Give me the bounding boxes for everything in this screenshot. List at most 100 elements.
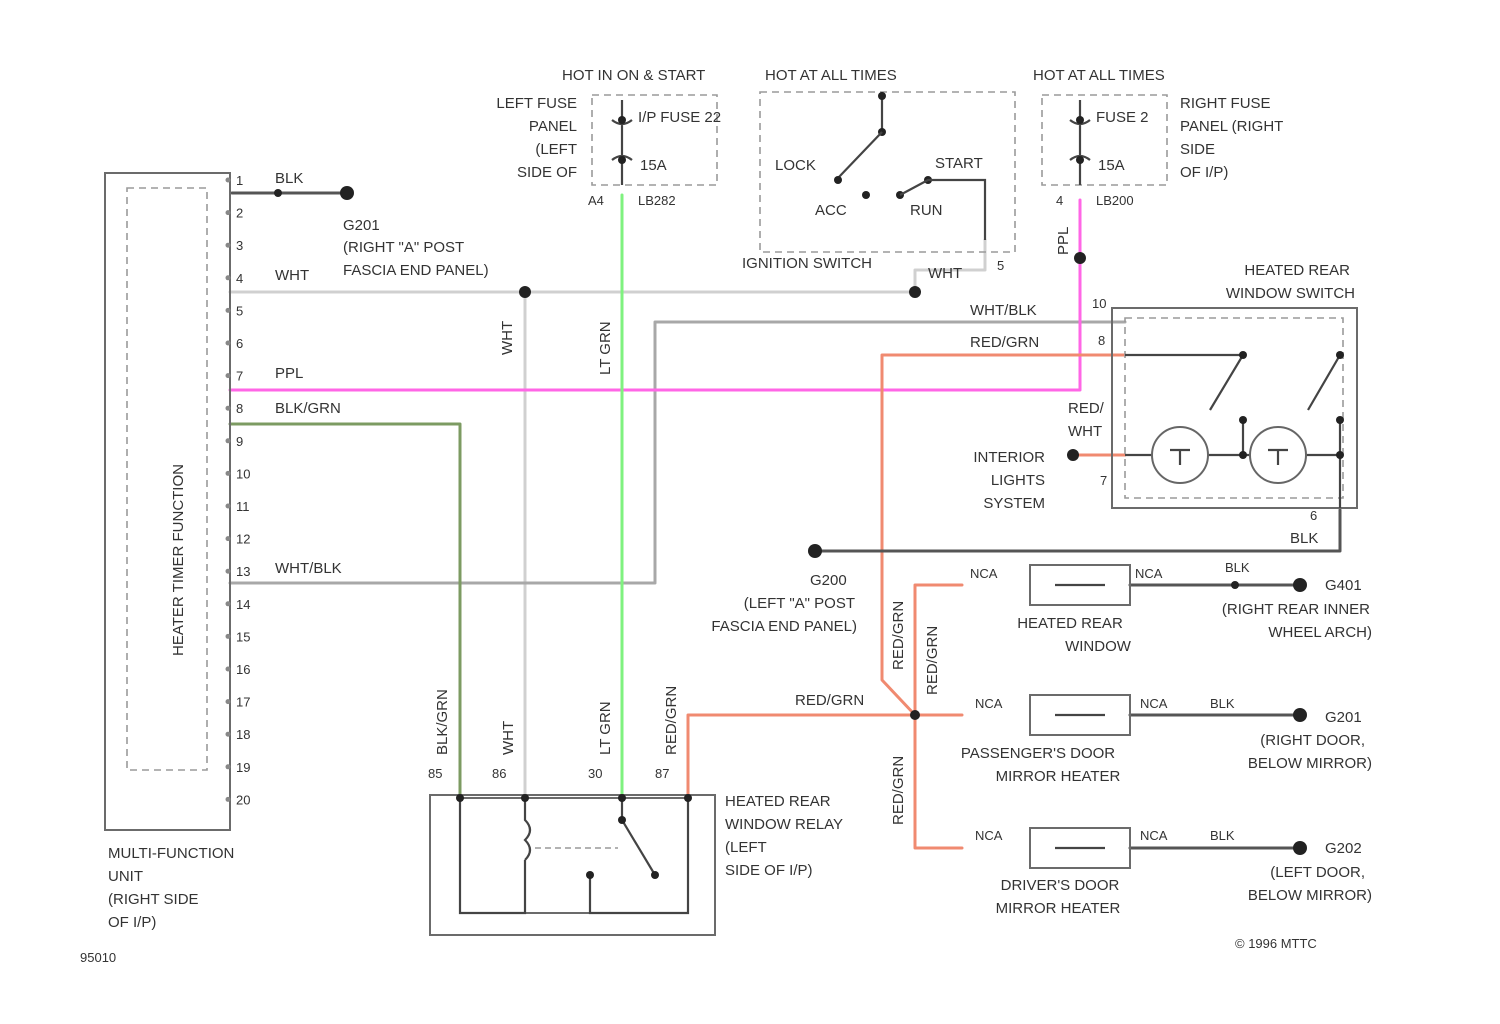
mfu-pin: 4 xyxy=(236,271,243,286)
mfu-inner-label: HEATER TIMER FUNCTION xyxy=(170,464,187,656)
driver-mirror-heater: NCA NCA DRIVER'S DOOR MIRROR HEATER xyxy=(975,828,1168,917)
wire-label-blk-g201: BLK xyxy=(1210,696,1235,711)
g200-desc-2: FASCIA END PANEL) xyxy=(711,618,857,635)
relay-label-1: HEATED REAR xyxy=(725,793,831,810)
mfu-pin: 18 xyxy=(236,727,250,742)
ground-g401: BLK G401 (RIGHT REAR INNER WHEEL ARCH) xyxy=(1222,560,1372,641)
g202-ground-icon xyxy=(1293,841,1307,855)
passenger-mirror-heater: NCA NCA PASSENGER'S DOOR MIRROR HEATER xyxy=(961,695,1168,785)
g201-desc-1: (RIGHT "A" POST xyxy=(343,239,464,256)
red-grn-junction-node xyxy=(910,710,920,720)
fuse-2-amps: 15A xyxy=(1098,157,1125,174)
fuse-2-pin: 4 xyxy=(1056,193,1063,208)
g201-desc-2: FASCIA END PANEL) xyxy=(343,262,489,279)
rear-switch-pin-2: 8 xyxy=(1098,333,1105,348)
relay-label-2: WINDOW RELAY xyxy=(725,816,843,833)
mfu-pin-terminal xyxy=(226,764,231,769)
rear-switch-pin-bottom: 6 xyxy=(1310,508,1317,523)
mfu-pin: 9 xyxy=(236,434,243,449)
wire-label-wht-blk: WHT/BLK xyxy=(275,560,342,577)
wire-label-red-grn-center: RED/GRN xyxy=(795,692,864,709)
mfu-pin: 14 xyxy=(236,597,250,612)
relay-pin-86: 86 xyxy=(492,766,506,781)
hot-all-times-label-1: HOT AT ALL TIMES xyxy=(765,67,897,84)
g200-ground-icon xyxy=(808,544,822,558)
right-fuse-desc-3: SIDE xyxy=(1180,141,1215,158)
ignition-acc-label: ACC xyxy=(815,202,847,219)
rear-switch-node-c xyxy=(1239,416,1247,424)
mfu-pin: 8 xyxy=(236,401,243,416)
mfu-pin: 20 xyxy=(236,792,250,807)
mfu-pin: 15 xyxy=(236,629,250,644)
nca-label-3: NCA xyxy=(975,696,1003,711)
mfu-pin: 3 xyxy=(236,238,243,253)
relay-terminal-85 xyxy=(456,794,464,802)
wire-label-red-grn-v3: RED/GRN xyxy=(890,756,907,825)
g200-id: G200 xyxy=(810,572,847,589)
left-fuse-desc-1: LEFT FUSE xyxy=(496,95,577,112)
wire-label-wht: WHT xyxy=(275,267,309,284)
ignition-switch-label: IGNITION SWITCH xyxy=(742,255,872,272)
mfu-pin-terminal xyxy=(226,373,231,378)
wire-label-blk-grn: BLK/GRN xyxy=(275,400,341,417)
relay-coil-icon xyxy=(460,798,530,913)
wire-label-lt-grn-relay: LT GRN xyxy=(597,701,614,755)
g200-desc-1: (LEFT "A" POST xyxy=(744,595,855,612)
g401-splice xyxy=(1231,581,1239,589)
right-fuse-desc-2: PANEL (RIGHT xyxy=(1180,118,1283,135)
relay-label-3: (LEFT xyxy=(725,839,767,856)
mfu-pin: 17 xyxy=(236,695,250,710)
heated-window-label-2: WINDOW xyxy=(1065,638,1132,655)
ground-g201-top: G201 (RIGHT "A" POST FASCIA END PANEL) xyxy=(274,186,489,279)
wire-label-red-grn-relay: RED/GRN xyxy=(663,686,680,755)
interior-lights-node xyxy=(1067,449,1079,461)
relay-pin-87: 87 xyxy=(655,766,669,781)
copyright: © 1996 MTTC xyxy=(1235,936,1317,951)
g201-door-desc-1: (RIGHT DOOR, xyxy=(1260,732,1365,749)
mfu-pin-terminal xyxy=(226,569,231,574)
fuse-22-node-top xyxy=(618,116,626,124)
interior-lights-label-2: LIGHTS xyxy=(991,472,1045,489)
wire-label-wht-switch: WHT xyxy=(928,265,962,282)
rear-switch-pin-light: 7 xyxy=(1100,473,1107,488)
wire-label-ppl: PPL xyxy=(275,365,303,382)
g201-splice xyxy=(274,189,282,197)
rear-switch-pin-top: 10 xyxy=(1092,296,1106,311)
ignition-start-label: START xyxy=(935,155,983,172)
relay-pin-85: 85 xyxy=(428,766,442,781)
rear-switch-node-a xyxy=(1239,351,1247,359)
nca-label-6: NCA xyxy=(1140,828,1168,843)
fuse-2-name: FUSE 2 xyxy=(1096,109,1149,126)
ignition-node-lock xyxy=(834,176,842,184)
drv-mirror-label-2: MIRROR HEATER xyxy=(996,900,1121,917)
relay-terminal-86 xyxy=(521,794,529,802)
interior-lights: INTERIOR LIGHTS SYSTEM xyxy=(973,449,1079,512)
relay-node-30 xyxy=(618,816,626,824)
mfu-pin: 11 xyxy=(236,499,250,514)
mfu-pin-terminal xyxy=(226,406,231,411)
fuse-22-name: I/P FUSE 22 xyxy=(638,109,721,126)
mfu-pin-terminal xyxy=(226,536,231,541)
rear-switch-node-f xyxy=(1336,451,1344,459)
ignition-wiper xyxy=(838,132,882,178)
mfu-pin-terminal xyxy=(226,341,231,346)
wht-splice-node xyxy=(519,286,531,298)
fuse-2-connector: LB200 xyxy=(1096,193,1134,208)
relay-node-no xyxy=(651,871,659,879)
fuse-2-node-top xyxy=(1076,116,1084,124)
wire-label-wht-relay: WHT xyxy=(500,721,517,755)
mfu-label-1: MULTI-FUNCTION xyxy=(108,845,234,862)
g202-desc-2: BELOW MIRROR) xyxy=(1248,887,1372,904)
left-fuse-desc-3: (LEFT xyxy=(535,141,577,158)
left-fuse-panel: LEFT FUSE PANEL (LEFT SIDE OF I/P FUSE 2… xyxy=(496,95,721,208)
mfu-pin: 2 xyxy=(236,206,243,221)
pass-mirror-label-2: MIRROR HEATER xyxy=(996,768,1121,785)
wire-label-red-grn-v2: RED/GRN xyxy=(924,626,941,695)
wire-label-blk-bottom: BLK xyxy=(1290,530,1318,547)
mfu-pin: 12 xyxy=(236,532,250,547)
g401-desc-2: WHEEL ARCH) xyxy=(1268,624,1372,641)
mfu-pin: 13 xyxy=(236,564,250,579)
nca-label-5: NCA xyxy=(975,828,1003,843)
wire-label-blk-g401: BLK xyxy=(1225,560,1250,575)
